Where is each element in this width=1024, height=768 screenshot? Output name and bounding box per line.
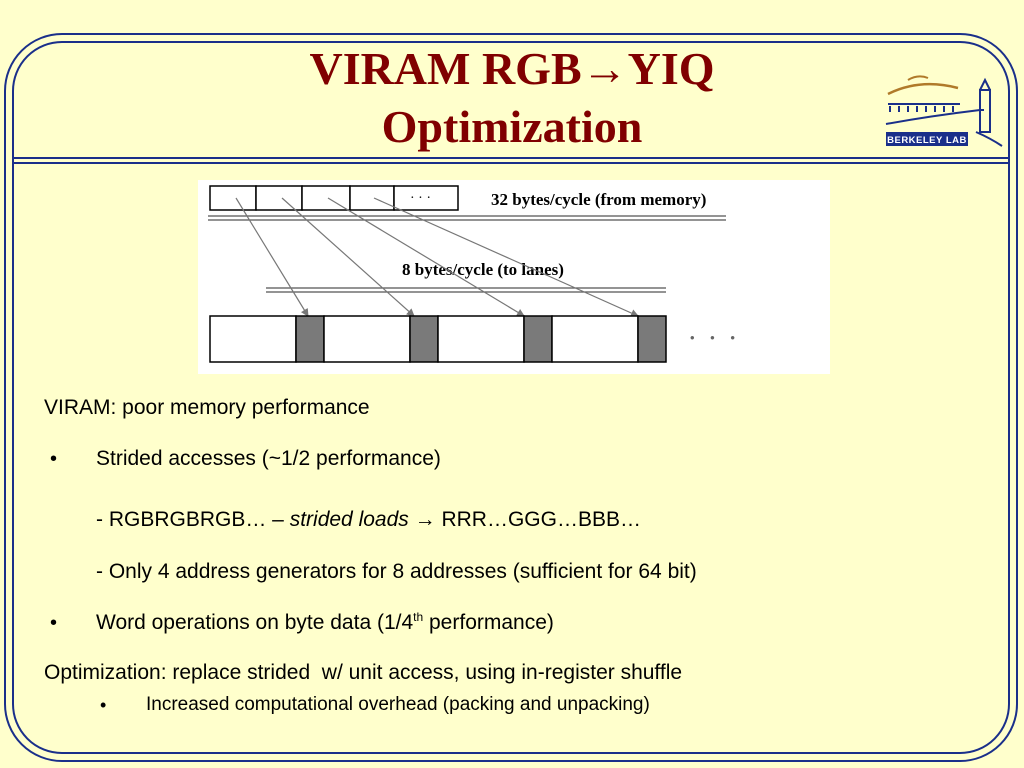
logo-curve	[975, 131, 1003, 147]
lane-ellipsis: • • •	[690, 330, 741, 345]
title-line-1: VIRAM RGB→YIQ	[309, 43, 715, 94]
lane-box-filled	[637, 315, 667, 363]
bullet-word-operations: Word operations on byte data (1/4th perf…	[96, 611, 554, 635]
middle-bus-label: 8 bytes/cycle (to lanes)	[402, 260, 564, 279]
slide-frame-inner	[12, 41, 1010, 754]
sub1-suffix: RRR…GGG…BBB…	[441, 508, 641, 531]
bullet-marker: •	[50, 448, 58, 470]
memory-box	[255, 185, 303, 211]
logo-hill	[885, 109, 984, 125]
arrow	[281, 197, 415, 317]
memory-heading: VIRAM: poor memory performance	[44, 396, 370, 419]
berkeley-lab-logo: BERKELEY LAB	[885, 75, 1003, 147]
logo-tower-top	[979, 77, 991, 91]
transfer-arrows	[235, 197, 639, 317]
bullet2-prefix: Word operations on byte data (1/4	[96, 611, 414, 634]
logo-tower	[979, 89, 991, 133]
bullet-overhead: Increased computational overhead (packin…	[146, 694, 650, 715]
arrow	[235, 197, 309, 317]
memory-box	[349, 185, 395, 211]
sub1-italic: strided loads	[289, 508, 409, 531]
lane-box-filled	[295, 315, 325, 363]
top-bus-label: 32 bytes/cycle (from memory)	[491, 190, 706, 209]
memory-box	[209, 185, 257, 211]
optimization-heading: Optimization: replace strided w/ unit ac…	[44, 661, 683, 684]
title-line-2: Optimization	[381, 101, 643, 152]
lane-box-filled	[523, 315, 553, 363]
bullet-marker-small: •	[100, 695, 107, 715]
bullet-marker: •	[50, 612, 58, 634]
title-divider-bottom	[12, 162, 1010, 164]
logo-banner	[886, 132, 968, 146]
logo-text: BERKELEY LAB	[887, 135, 967, 146]
lane-box	[323, 315, 411, 363]
sub1-arrow: →	[414, 508, 436, 531]
memory-box	[393, 185, 459, 211]
lane-box-filled	[409, 315, 439, 363]
title-divider-top	[12, 157, 1010, 159]
lane-box	[551, 315, 639, 363]
slide-frame-outer	[4, 33, 1018, 762]
bullet-strided: Strided accesses (~1/2 performance)	[96, 447, 441, 470]
lane-boxes	[209, 315, 667, 363]
sub1-prefix: - RGBRGBRGB… –	[96, 508, 290, 531]
bullet2-sup: th	[413, 610, 424, 624]
arrow	[373, 197, 639, 317]
logo-arc-small	[907, 75, 929, 81]
logo-columns	[888, 103, 960, 112]
top-bus	[208, 215, 726, 221]
bullet2-suffix: performance)	[423, 611, 554, 634]
top-ellipsis: · · ·	[410, 191, 431, 206]
middle-bus	[266, 287, 666, 293]
lane-box	[437, 315, 525, 363]
logo-arc	[887, 82, 959, 96]
memory-word-boxes	[209, 185, 459, 211]
memory-lanes-diagram: · · · 32 bytes/cycle (from memory) 8 byt…	[198, 180, 830, 374]
sub-bullet-address-generators: - Only 4 address generators for 8 addres…	[96, 560, 697, 583]
arrow	[327, 197, 525, 317]
lane-box	[209, 315, 297, 363]
sub-bullet-strided-loads: - RGBRGBRGB… – strided loads → RRR…GGG…B…	[96, 508, 641, 532]
